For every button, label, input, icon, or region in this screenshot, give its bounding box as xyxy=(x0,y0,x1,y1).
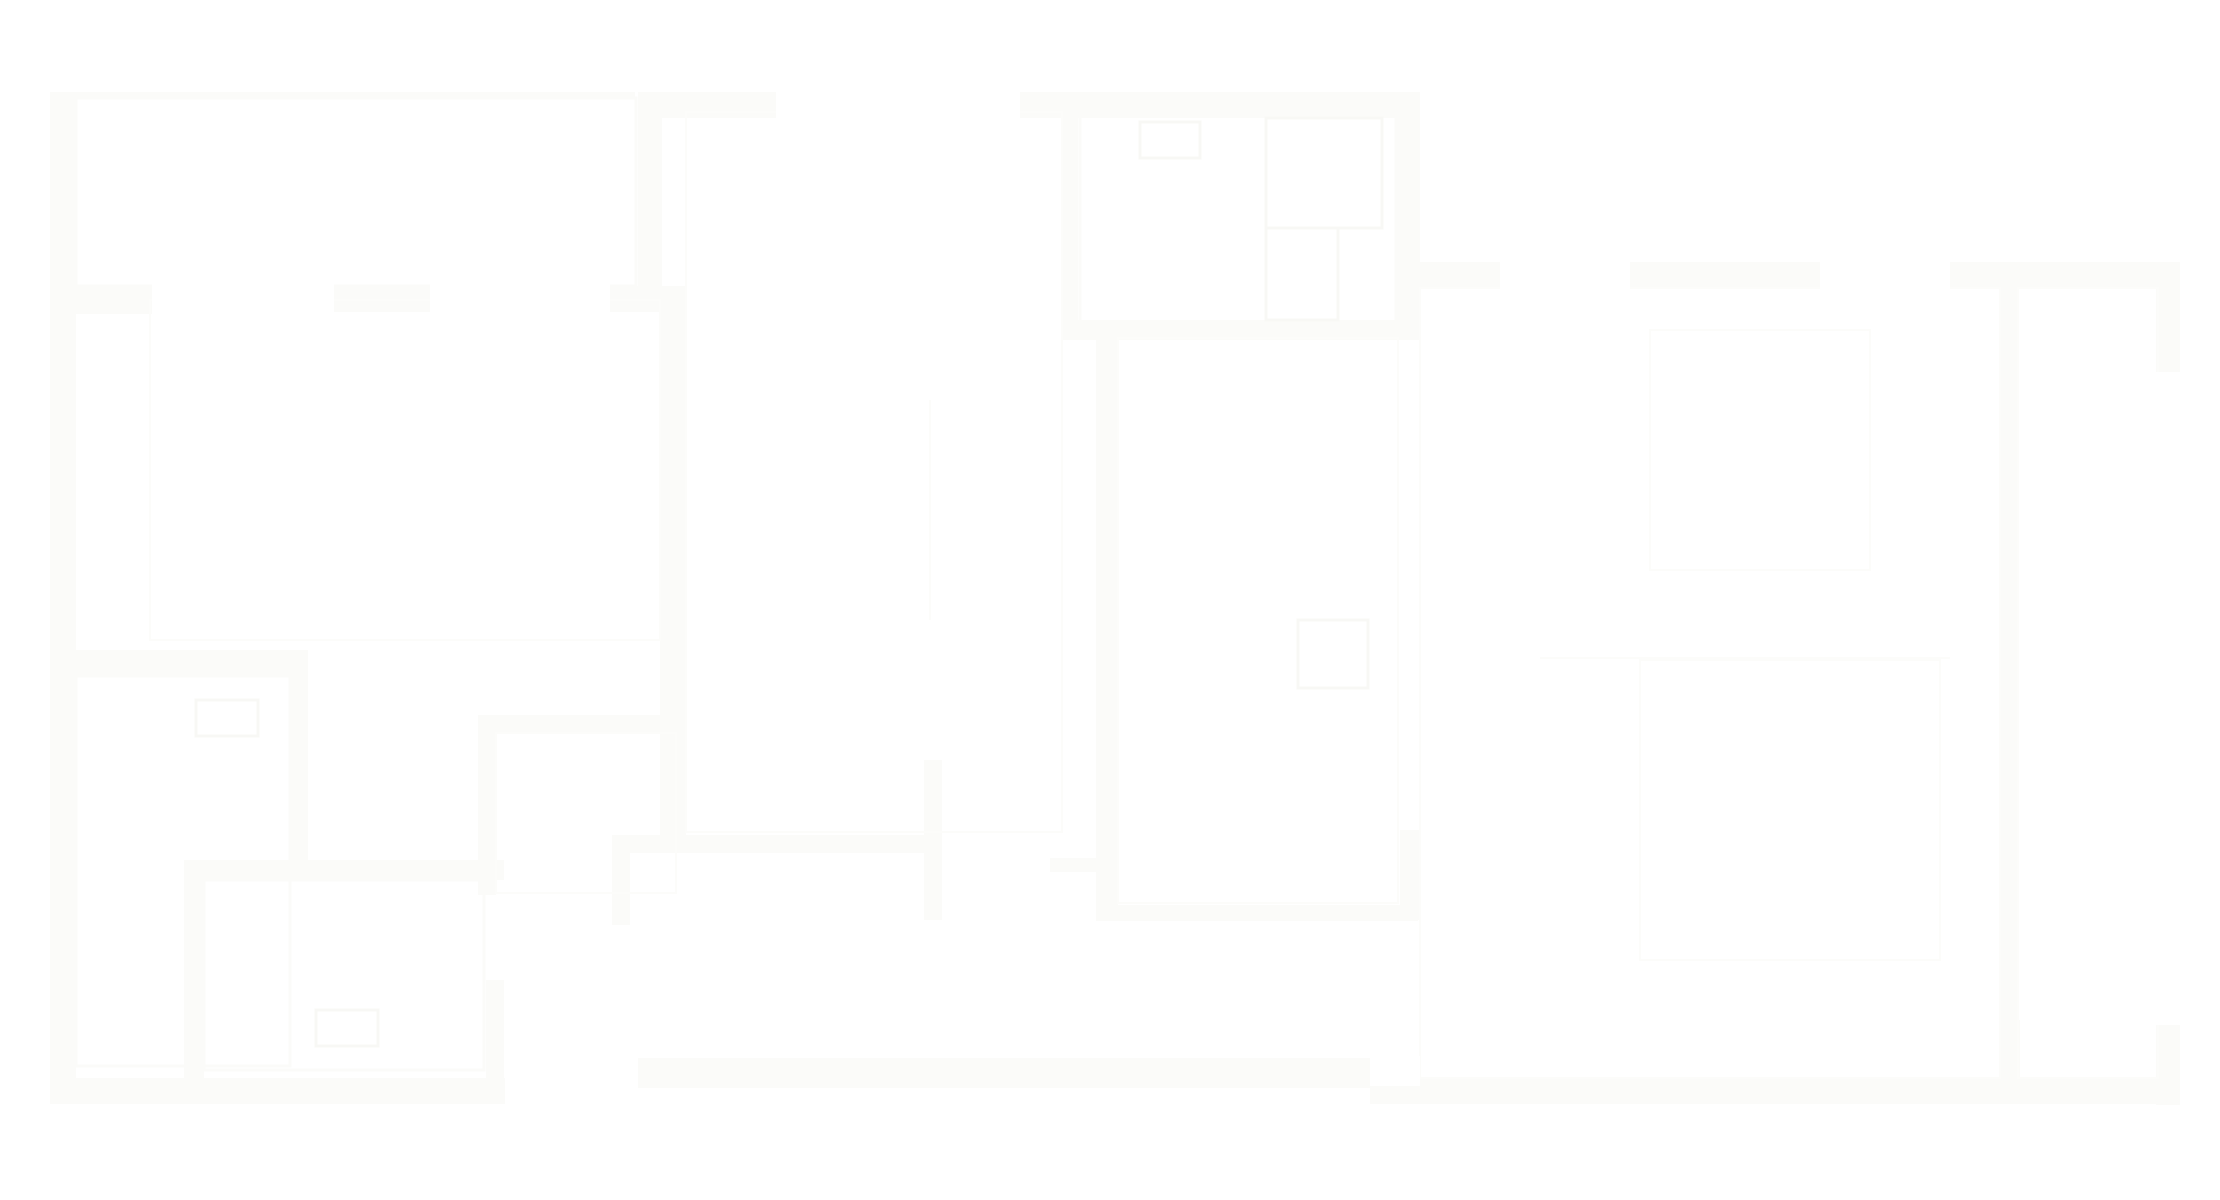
wall-closet-v xyxy=(612,835,630,925)
wall-right xyxy=(2156,262,2180,372)
opening-right xyxy=(2154,372,2182,1025)
wall-step-right xyxy=(1396,92,1420,332)
interior-walls xyxy=(50,92,2020,1100)
wall-east-upper xyxy=(1420,262,1500,288)
room-outline-living xyxy=(149,299,661,641)
dining-table xyxy=(1639,659,1941,961)
opening-east-top-2 xyxy=(1820,260,1950,290)
openings xyxy=(152,90,2182,1106)
wall-bed-bottom xyxy=(1096,905,1418,921)
wall-master-v xyxy=(2000,262,2018,1062)
room-outline-balcony xyxy=(74,96,638,288)
wall-lower-left-v xyxy=(486,980,504,1100)
wall-top-left xyxy=(50,92,635,98)
room-outline-east xyxy=(1419,287,2001,1079)
opening-top-left xyxy=(152,284,334,314)
wall-short-h xyxy=(1050,858,1106,872)
wall-living-top xyxy=(50,286,152,314)
bath-shower xyxy=(1264,226,1340,322)
sofa xyxy=(1649,329,1871,571)
opening-top xyxy=(776,90,1020,120)
wall-master-v2 xyxy=(2000,1020,2020,1078)
wall-closet-h xyxy=(612,835,942,853)
wall-bottom-right xyxy=(1370,1078,2180,1104)
fixtures xyxy=(194,116,1950,1048)
wall-bath-bottom xyxy=(1062,320,1420,340)
room-outline-storage xyxy=(202,878,486,1072)
opening-bottom-left xyxy=(505,1076,638,1106)
wall-kitchen-h xyxy=(50,650,306,676)
opening-bottom-right xyxy=(1370,1056,1420,1086)
wall-store-v xyxy=(184,860,204,1078)
wall-east-top xyxy=(1630,262,1820,288)
wall-east-top-2 xyxy=(1950,262,2180,288)
wall-store-h xyxy=(184,860,504,880)
wall-kitchen-v xyxy=(290,650,308,868)
wall-bed-left xyxy=(1096,330,1118,920)
wall-left xyxy=(50,92,76,1104)
bath-vanity xyxy=(1138,120,1202,160)
wall-bed-right xyxy=(1400,830,1420,920)
wall-entry-v xyxy=(478,715,496,895)
wall-entry-h xyxy=(478,715,664,733)
room-outlines xyxy=(74,96,2159,1079)
opening-top-mid xyxy=(430,284,610,314)
kitchen-sink xyxy=(194,698,260,738)
wall-hall-v2 xyxy=(660,286,686,836)
room-outline-entry xyxy=(495,732,677,894)
opening-east-top xyxy=(1500,260,1630,290)
room-outline-bedroom xyxy=(1117,337,1399,904)
wall-hall-v xyxy=(638,92,662,287)
room-outline-bath xyxy=(1078,113,1398,325)
room-outline-kitchen xyxy=(74,674,292,1068)
wall-bottom-left xyxy=(50,1078,505,1104)
storage-counter xyxy=(314,1008,380,1048)
bed-nightstand xyxy=(1296,618,1370,690)
wall-bottom-mid xyxy=(638,1058,1418,1088)
wall-bath-left xyxy=(1062,92,1078,332)
wall-closet-v2 xyxy=(924,760,942,920)
